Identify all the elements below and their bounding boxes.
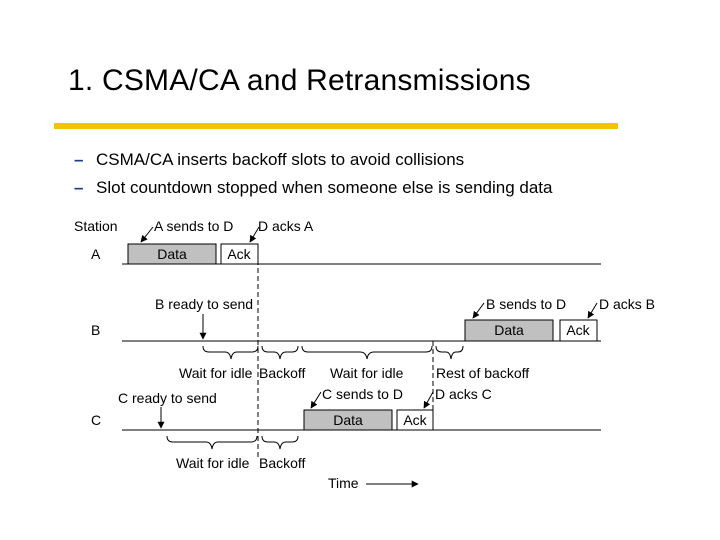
bullet-list: – CSMA/CA inserts backoff slots to avoid… <box>74 146 552 202</box>
brace-b-rest-backoff <box>435 345 464 360</box>
station-header: Station <box>74 218 118 234</box>
station-label-b: B <box>91 322 100 338</box>
time-label: Time <box>328 475 359 491</box>
bullet-item: – CSMA/CA inserts backoff slots to avoid… <box>74 146 552 174</box>
bullet-item: – Slot countdown stopped when someone el… <box>74 174 552 202</box>
label-c-backoff: Backoff <box>259 455 306 471</box>
label-b-backoff: Backoff <box>259 365 306 381</box>
station-label-a: A <box>91 246 101 262</box>
data-frame-c <box>303 409 393 431</box>
label-d-acks-c: D acks C <box>435 386 492 402</box>
bullet-text: Slot countdown stopped when someone else… <box>96 178 553 197</box>
ack-frame-b-label: Ack <box>566 322 590 338</box>
title-underline <box>54 123 618 129</box>
data-frame-c-label: Data <box>333 412 363 428</box>
ack-frame-a-label: Ack <box>227 246 251 262</box>
brace-c-wait-idle <box>166 435 258 450</box>
label-b-ready: B ready to send <box>155 296 253 312</box>
bullet-dash: – <box>74 178 84 197</box>
arrow-c-sends <box>310 391 322 409</box>
arrow-b-sends <box>472 302 485 319</box>
label-c-sends-to-d: C sends to D <box>322 386 403 402</box>
brace-b-backoff <box>261 345 299 360</box>
label-b-wait-idle: Wait for idle <box>179 365 253 381</box>
ack-frame-c-label: Ack <box>403 412 427 428</box>
arrow-d-acks-b <box>587 302 598 319</box>
slide-title: 1. CSMA/CA and Retransmissions <box>68 64 531 97</box>
ack-frame-b <box>559 319 598 342</box>
data-frame-b-label: Data <box>494 322 524 338</box>
arrow-d-acks-a <box>249 226 260 243</box>
label-d-acks-a: D acks A <box>258 218 314 234</box>
label-c-wait-idle: Wait for idle <box>176 455 250 471</box>
label-a-sends-to-d: A sends to D <box>154 218 233 234</box>
bullet-text: CSMA/CA inserts backoff slots to avoid c… <box>96 150 465 169</box>
label-c-ready: C ready to send <box>118 390 217 406</box>
arrow-d-acks-c <box>423 391 434 409</box>
brace-b-wait-idle-2 <box>301 345 433 360</box>
data-frame-a <box>127 243 217 265</box>
data-frame-b <box>464 319 554 342</box>
ack-frame-c <box>396 409 434 431</box>
bullet-dash: – <box>74 150 84 169</box>
label-b-sends-to-d: B sends to D <box>486 296 566 312</box>
data-frame-a-label: Data <box>157 246 187 262</box>
arrow-a-sends <box>140 226 154 243</box>
station-label-c: C <box>91 412 101 428</box>
label-b-wait-idle-2: Wait for idle <box>330 365 404 381</box>
brace-c-backoff <box>261 435 299 450</box>
ack-frame-a <box>220 243 259 265</box>
label-b-rest-backoff: Rest of backoff <box>436 365 529 381</box>
brace-b-wait-idle <box>202 345 259 360</box>
label-d-acks-b: D acks B <box>599 296 655 312</box>
